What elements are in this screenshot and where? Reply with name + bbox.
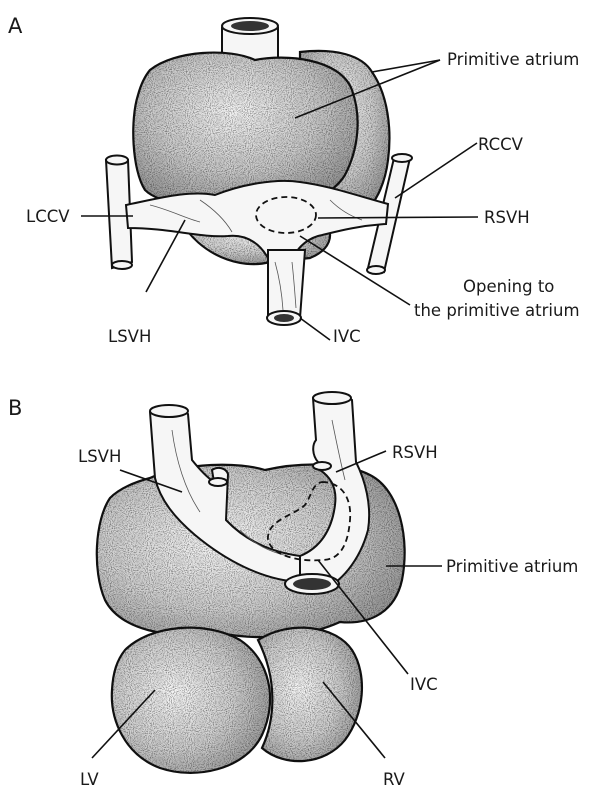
label-primitive-atrium-b: Primitive atrium	[446, 557, 578, 576]
label-primitive-atrium-a: Primitive atrium	[447, 50, 579, 69]
label-ivc-b: IVC	[410, 675, 438, 694]
label-opening-line2: the primitive atrium	[414, 301, 580, 320]
label-lccv: LCCV	[26, 207, 70, 226]
panel-b: B	[8, 392, 578, 789]
label-rccv: RCCV	[478, 135, 524, 154]
label-rsvh-b: RSVH	[392, 443, 438, 462]
label-lv: LV	[80, 770, 99, 789]
label-ivc-a: IVC	[333, 327, 361, 346]
label-lsvh-a: LSVH	[108, 327, 151, 346]
panel-a: A	[8, 14, 580, 346]
right-ventricle	[258, 628, 362, 761]
label-rv: RV	[383, 770, 406, 789]
panel-b-letter: B	[8, 396, 22, 420]
label-rsvh-a: RSVH	[484, 208, 530, 227]
left-ventricle	[112, 628, 270, 773]
panel-a-letter: A	[8, 14, 23, 38]
label-lsvh-b: LSVH	[78, 447, 121, 466]
label-opening-line1: Opening to	[463, 277, 554, 296]
